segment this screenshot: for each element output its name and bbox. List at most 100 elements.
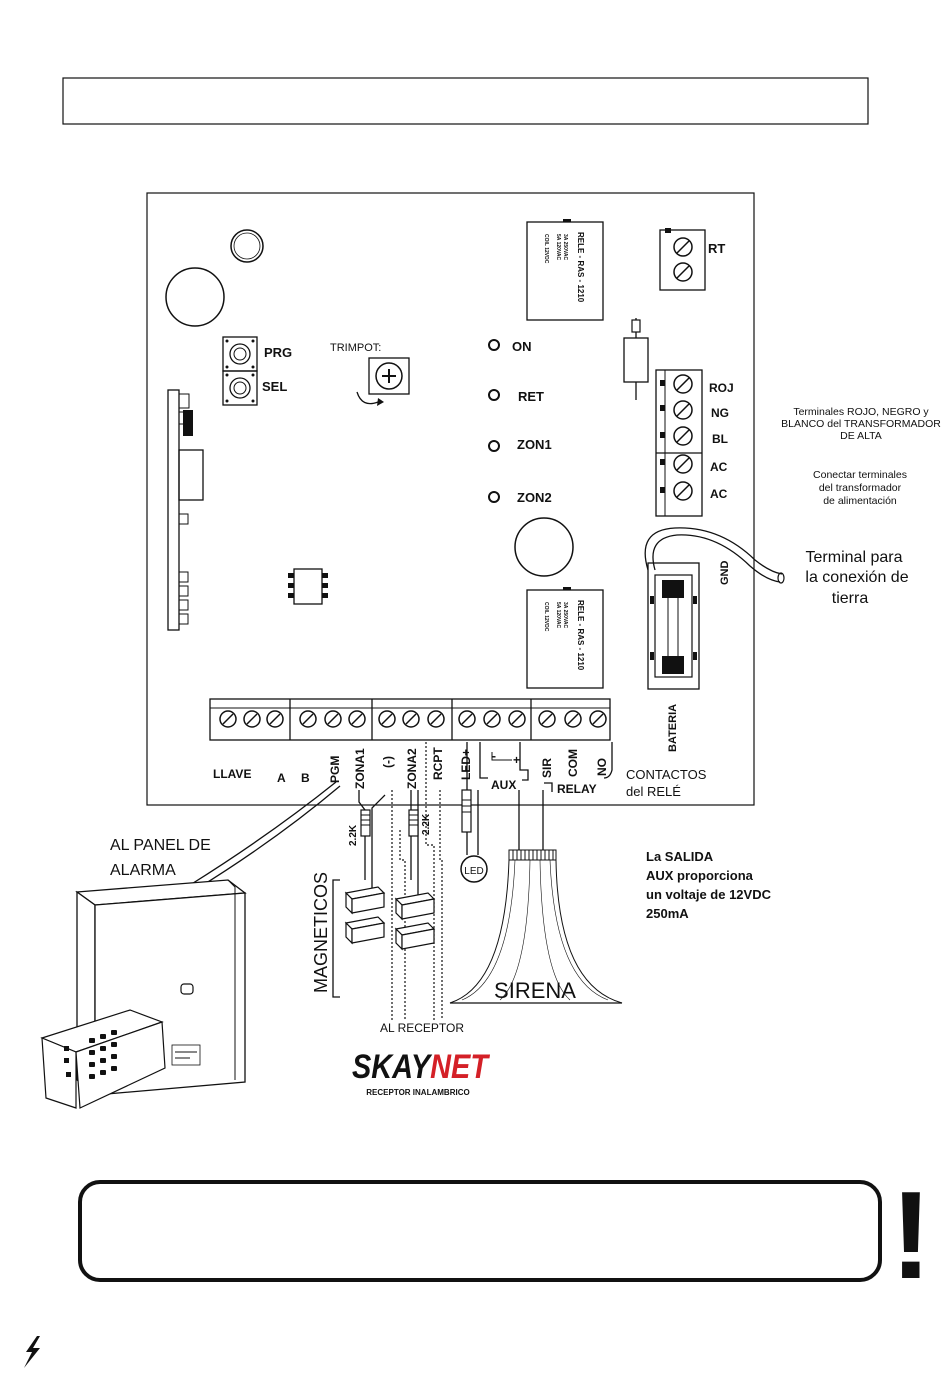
sir-label: SIR <box>540 758 554 778</box>
side-connector <box>167 389 204 631</box>
note-ground-3: tierra <box>832 590 869 607</box>
magnetic-contact-1 <box>344 886 386 945</box>
zona2-label: ZONA2 <box>405 748 419 789</box>
trimpot-label: TRIMPOT: <box>330 342 381 354</box>
no-label: NO <box>595 758 609 776</box>
led-on <box>488 339 500 351</box>
com-label: COM <box>566 749 580 777</box>
terminal-ac1-label: AC <box>710 460 728 474</box>
magneticos-bracket <box>332 879 340 998</box>
note-supply-2: del transformador <box>819 482 902 494</box>
external-led-label: LED <box>464 866 483 877</box>
contacts-note-1: CONTACTOS <box>626 767 707 782</box>
terminal-bl-label: BL <box>712 432 728 446</box>
relay-2-title: RELE - RAS - 1210 <box>576 600 585 671</box>
led-on-label: ON <box>512 339 532 354</box>
brand-subtitle: RECEPTOR INALAMBRICO <box>366 1088 469 1097</box>
prg-button <box>222 336 258 372</box>
header-box <box>62 77 869 125</box>
sel-label: SEL <box>262 379 287 394</box>
b-label: B <box>301 771 310 785</box>
terminal-roj-label: ROJ <box>709 381 734 395</box>
terminal-ac2-label: AC <box>710 487 728 501</box>
aux-note-3: un voltaje de 12VDC <box>646 887 772 902</box>
rt-terminal <box>659 228 706 291</box>
neg-label: (-) <box>381 756 395 768</box>
relay-1-spec-1: 3A 250VAC <box>562 234 568 261</box>
note-transformer-2: BLANCO del TRANSFORMADOR <box>781 418 941 430</box>
led-zon1-label: ZON1 <box>517 437 552 452</box>
trimpot <box>356 357 410 406</box>
a-label: A <box>277 771 286 785</box>
resistor-zona2-label: 2.2K <box>421 813 432 835</box>
terminal-ng-label: NG <box>711 406 729 420</box>
capacitor <box>514 517 574 577</box>
prg-label: PRG <box>264 345 292 360</box>
led-zon2-label: ZON2 <box>517 490 552 505</box>
relay-1-spec-2: 5A 120VAC <box>555 234 561 261</box>
battery-connector <box>647 562 700 690</box>
relay-2-spec-1: 3A 250VAC <box>562 602 568 629</box>
note-supply-1: Conectar terminales <box>813 469 907 481</box>
magneticos-label: MAGNETICOS <box>311 872 331 993</box>
bottom-terminal-block <box>209 698 611 741</box>
warning-box <box>78 1180 882 1282</box>
zona1-label: ZONA1 <box>353 748 367 789</box>
rcpt-label: RCPT <box>431 747 445 780</box>
zona1-wire <box>358 790 366 880</box>
relay-1: RELE - RAS - 1210 3A 250VAC 5A 120VAC CO… <box>526 219 604 321</box>
buzzer <box>165 267 225 327</box>
siren <box>449 849 623 1004</box>
brand-sky: SKAY <box>352 1048 433 1086</box>
skaynet-logo: SKAYNET RECEPTOR INALAMBRICO <box>352 1048 491 1097</box>
svg-text:SKAYNET: SKAYNET <box>352 1048 491 1086</box>
relay-1-title: RELE - RAS - 1210 <box>576 232 585 303</box>
power-terminals <box>655 369 703 517</box>
relay-2-spec-3: COIL 12VDC <box>543 602 549 632</box>
aux-note-4: 250mA <box>646 906 689 921</box>
contacts-note-2: del RELÉ <box>626 784 681 799</box>
sel-button <box>222 370 258 406</box>
relay-1-spec-3: COIL 12VDC <box>543 234 549 264</box>
resistor-zona1 <box>360 809 371 837</box>
panel-label-2: ALARMA <box>110 862 176 879</box>
keypad <box>40 1009 166 1109</box>
bateria-label: BATERIA <box>667 704 679 752</box>
note-ground-1: Terminal para <box>806 549 903 566</box>
brand-net: NET <box>430 1048 491 1086</box>
external-led: LED <box>460 855 488 883</box>
panel-label-1: AL PANEL DE <box>110 837 211 854</box>
receptor-label: AL RECEPTOR <box>380 1021 464 1035</box>
led-zon1 <box>488 440 500 452</box>
note-ground-2: la conexión de <box>805 569 908 586</box>
fuse-component <box>623 318 649 400</box>
note-transformer-1: Terminales ROJO, NEGRO y <box>793 406 929 418</box>
note-supply-3: de alimentación <box>823 495 897 507</box>
relay-label: RELAY <box>557 782 597 796</box>
resistor-zona1-label: 2.2K <box>348 824 359 846</box>
magnetic-contact-2 <box>394 892 436 951</box>
lightning-icon <box>24 1336 40 1368</box>
control-board <box>146 192 755 806</box>
pgm-wire <box>189 781 337 886</box>
aux-note-2: AUX proporciona <box>646 868 754 883</box>
pgm-label: PGM <box>328 756 342 783</box>
aux-label: AUX <box>491 778 516 792</box>
led-zon2 <box>488 491 500 503</box>
led-plus-label: LED+ <box>459 749 473 780</box>
siren-label: SIRENA <box>494 978 576 1003</box>
plus-label: + <box>513 753 520 767</box>
warning-icon: ! <box>890 1167 931 1305</box>
mount-hole <box>230 229 264 263</box>
led-ret-label: RET <box>518 389 544 404</box>
resistor-zona2 <box>408 809 419 837</box>
ic-chip <box>288 568 328 605</box>
led-ret <box>488 389 500 401</box>
gnd-label: GND <box>719 561 731 586</box>
aux-note-1: La SALIDA <box>646 849 714 864</box>
rt-label: RT <box>708 241 725 256</box>
note-transformer-3: DE ALTA <box>840 430 882 442</box>
relay-2: RELE - RAS - 1210 3A 250VAC 5A 120VAC CO… <box>526 587 604 689</box>
minus-label: - <box>492 749 496 763</box>
